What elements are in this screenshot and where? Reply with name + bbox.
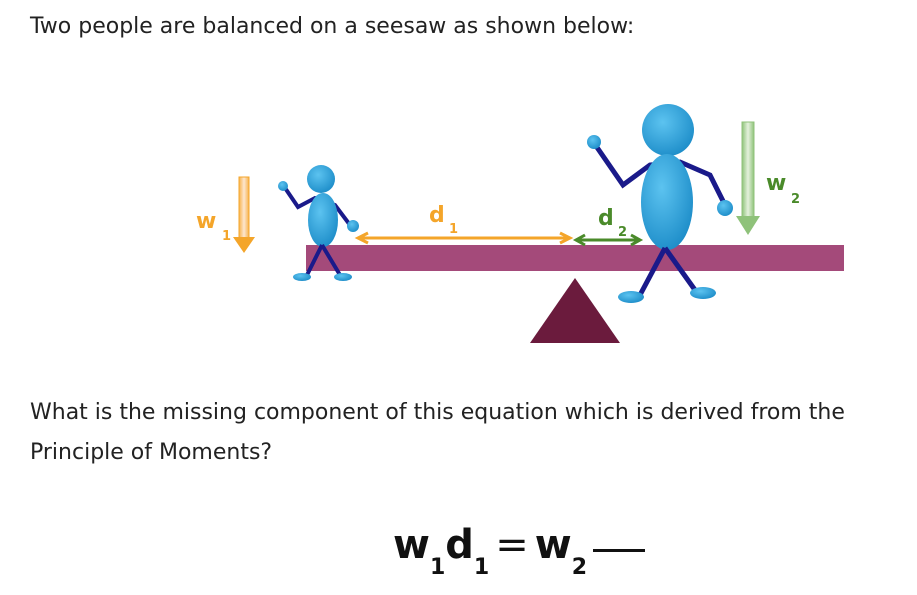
eq-d1: d (445, 522, 474, 568)
d1-arrow-icon (354, 231, 574, 245)
svg-text:d: d (429, 203, 445, 228)
answer-blank (593, 549, 645, 552)
svg-text:1: 1 (222, 229, 231, 244)
eq-w1: w (393, 522, 430, 568)
svg-text:2: 2 (791, 192, 800, 207)
eq-d1-sub: 1 (473, 555, 490, 580)
w2-arrow-icon (736, 121, 760, 235)
seesaw-plank (306, 245, 844, 271)
eq-equals: = (495, 522, 529, 568)
eq-w1-sub: 1 (429, 555, 446, 580)
svg-text:w: w (766, 171, 786, 196)
fulcrum-triangle (530, 278, 620, 343)
question-intro: Two people are balanced on a seesaw as s… (30, 14, 635, 39)
eq-w2-sub: 2 (571, 555, 587, 580)
person-left-icon (278, 165, 359, 281)
svg-text:d: d (598, 206, 614, 231)
svg-text:1: 1 (449, 222, 458, 237)
eq-w2: w (534, 522, 572, 568)
seesaw-diagram: w 1 d 1 d 2 w 2 (196, 104, 844, 343)
w1-arrow-icon (233, 176, 255, 253)
d2-arrow-icon (572, 233, 644, 247)
svg-text:w: w (196, 209, 216, 234)
moment-equation: w1d1=w2 (393, 522, 645, 580)
person-right-icon (587, 104, 733, 303)
svg-text:2: 2 (618, 225, 627, 240)
question-prompt: What is the missing component of this eq… (30, 400, 845, 465)
